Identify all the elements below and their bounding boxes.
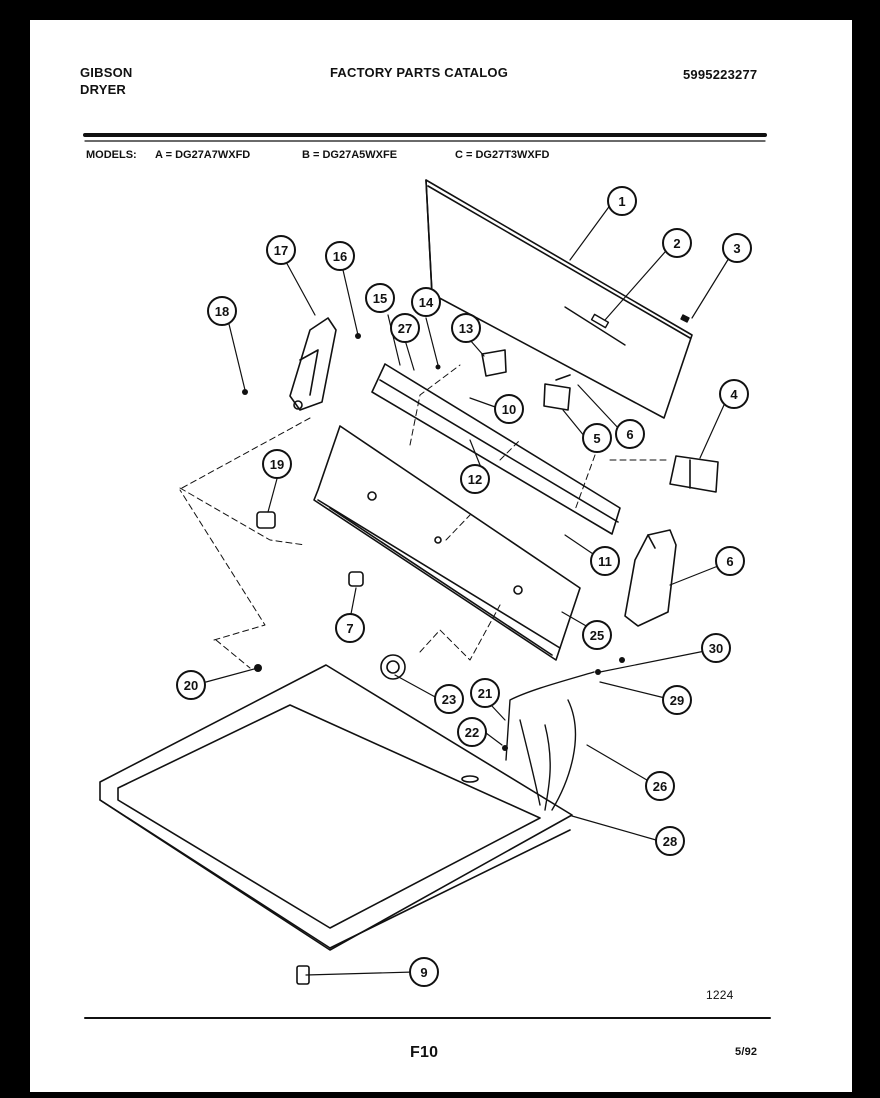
svg-text:15: 15 — [373, 291, 387, 306]
callout-20: 20 — [176, 670, 206, 700]
models-prefix: MODELS: — [86, 149, 137, 161]
callout-17: 17 — [266, 235, 296, 265]
revision-date: 5/92 — [735, 1046, 758, 1058]
part-29-grommet — [595, 669, 601, 675]
svg-text:16: 16 — [333, 249, 347, 264]
knob — [256, 511, 364, 587]
svg-text:4: 4 — [730, 387, 738, 402]
callout-16: 16 — [325, 241, 355, 271]
svg-text:27: 27 — [398, 321, 412, 336]
callout-27: 27 — [390, 313, 420, 343]
callout-28: 28 — [655, 826, 685, 856]
end-cap-left — [289, 317, 337, 411]
callout-25: 25 — [582, 620, 612, 650]
control-console — [313, 425, 581, 661]
drawing-number: 1224 — [706, 988, 734, 1002]
part-18-screw — [242, 389, 248, 395]
timer — [669, 455, 719, 493]
svg-text:3: 3 — [733, 241, 740, 256]
panel-bracket — [564, 306, 626, 346]
part-30-screw — [619, 657, 625, 663]
callout-23: 23 — [434, 684, 464, 714]
svg-text:1: 1 — [618, 194, 625, 209]
callout-2: 2 — [662, 228, 692, 258]
callout-6: 6 — [715, 546, 745, 576]
model-a: A = DG27A7WXFD — [155, 149, 251, 161]
svg-text:21: 21 — [478, 686, 492, 701]
assembly-dashes — [179, 364, 671, 669]
rear-panel — [425, 179, 693, 419]
svg-text:18: 18 — [215, 304, 229, 319]
callout-7: 7 — [335, 613, 365, 643]
svg-text:8: 8 — [0, 0, 7, 3]
end-cap-right — [624, 529, 677, 627]
svg-text:2: 2 — [673, 236, 680, 251]
callout-15: 15 — [365, 283, 395, 313]
callout-13: 13 — [451, 313, 481, 343]
svg-text:14: 14 — [419, 295, 434, 310]
catalog-title: FACTORY PARTS CATALOG — [330, 65, 509, 80]
svg-text:5: 5 — [593, 431, 600, 446]
svg-text:29: 29 — [670, 693, 684, 708]
callout-3: 3 — [722, 233, 752, 263]
part-22-screw — [502, 745, 508, 751]
svg-text:20: 20 — [184, 678, 198, 693]
model-c: C = DG27T3WXFD — [455, 149, 550, 161]
svg-text:30: 30 — [709, 641, 723, 656]
product-label: DRYER — [80, 82, 127, 97]
svg-text:7: 7 — [346, 621, 353, 636]
start-switch — [481, 349, 507, 377]
screw — [680, 314, 690, 323]
part-14-screw — [435, 364, 441, 370]
knob-large — [380, 654, 406, 680]
svg-text:28: 28 — [663, 834, 677, 849]
callout-5: 5 — [582, 423, 612, 453]
callout-18: 18 — [207, 296, 237, 326]
svg-text:13: 13 — [459, 321, 473, 336]
callout-14: 14 — [411, 287, 441, 317]
callout-22: 22 — [457, 717, 487, 747]
svg-text:9: 9 — [420, 965, 427, 980]
callout-30: 30 — [701, 633, 731, 663]
callout-1: 1 — [607, 186, 637, 216]
callout-6: 6 — [615, 419, 645, 449]
part-20-screw — [254, 664, 262, 672]
callout-12: 12 — [460, 464, 490, 494]
svg-text:10: 10 — [502, 402, 516, 417]
svg-text:19: 19 — [270, 457, 284, 472]
callout-21: 21 — [470, 678, 500, 708]
control-panel-upper — [371, 363, 621, 535]
dryer-top — [99, 664, 573, 951]
leader-lines — [205, 203, 730, 976]
svg-text:25: 25 — [590, 628, 604, 643]
svg-text:17: 17 — [274, 243, 288, 258]
callout-9: 9 — [409, 957, 439, 987]
callout-4: 4 — [719, 379, 749, 409]
callout-26: 26 — [645, 771, 675, 801]
svg-text:6: 6 — [626, 427, 633, 442]
callout-8: 8 — [0, 0, 7, 3]
svg-text:6: 6 — [726, 554, 733, 569]
svg-text:22: 22 — [465, 725, 479, 740]
callout-11: 11 — [590, 546, 620, 576]
catalog-sheet — [30, 20, 852, 1092]
svg-text:12: 12 — [468, 472, 482, 487]
callout-29: 29 — [662, 685, 692, 715]
part-16-screw — [355, 333, 361, 339]
callout-10: 10 — [494, 394, 524, 424]
svg-text:23: 23 — [442, 692, 456, 707]
svg-text:26: 26 — [653, 779, 667, 794]
page-label: F10 — [410, 1044, 439, 1061]
catalog-number: 5995223277 — [683, 67, 758, 82]
svg-text:11: 11 — [598, 554, 612, 569]
callout-19: 19 — [262, 449, 292, 479]
wire-harness — [505, 671, 595, 811]
selector-switch — [543, 374, 571, 411]
model-b: B = DG27A5WXFE — [302, 149, 398, 161]
brand-label: GIBSON — [80, 65, 133, 80]
